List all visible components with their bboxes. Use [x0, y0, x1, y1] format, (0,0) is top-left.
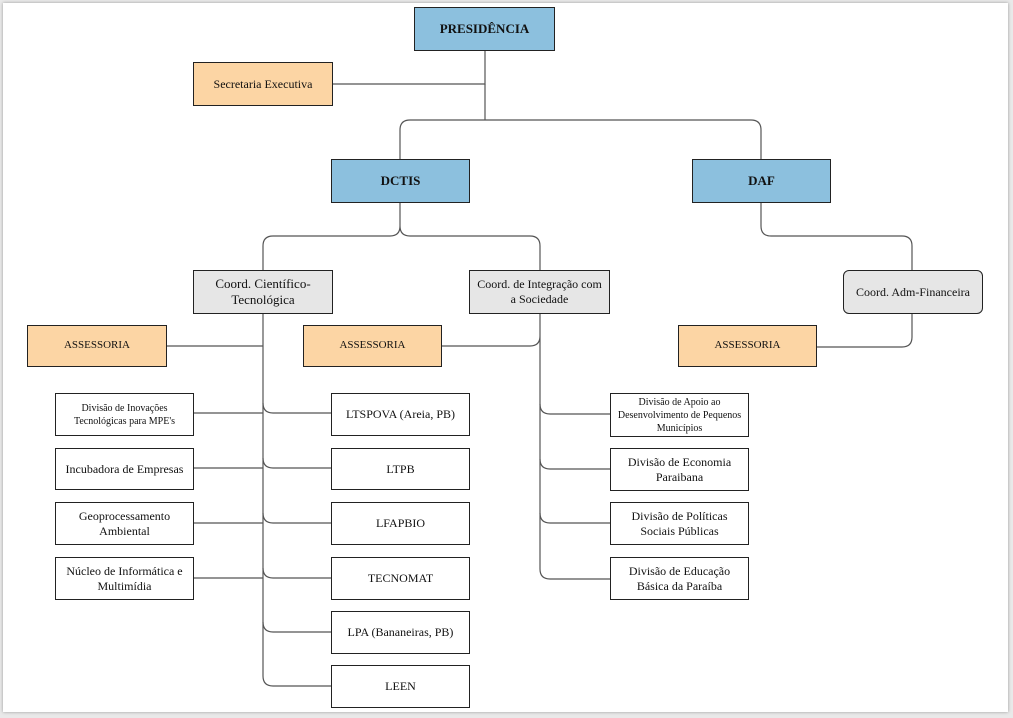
div-politicas-label: Divisão de Políticas Sociais Públicas: [631, 508, 728, 538]
secretaria-executiva-label: Secretaria Executiva: [213, 76, 313, 91]
dctis-label: DCTIS: [380, 172, 421, 188]
presidencia-label: PRESIDÊNCIA: [439, 20, 530, 36]
incubadora-label: Incubadora de Empresas: [65, 461, 184, 476]
connector-left-units: [193, 412, 263, 579]
geoprocessamento-box: Geoprocessamento Ambiental: [55, 502, 194, 545]
leen-label: LEEN: [385, 679, 416, 693]
ltspova-label: LTSPOVA (Areia, PB): [345, 407, 455, 421]
nucleo-informatica-box: Núcleo de Informática e Multimídia: [55, 557, 194, 600]
assessoria-box-2: ASSESSORIA: [303, 325, 442, 367]
ltspova-box: LTSPOVA (Areia, PB): [331, 393, 470, 436]
coord-adm-financeira-label: Coord. Adm-Financeira: [856, 284, 970, 299]
geoprocessamento-label: Geoprocessamento Ambiental: [78, 508, 171, 538]
coord-cientifico-label: Coord. Científico-Tecnológica: [215, 275, 311, 307]
daf-label: DAF: [748, 172, 775, 188]
div-educacao-label: Divisão de Educação Básica da Paraíba: [628, 563, 731, 593]
connector-assessoria-3: [816, 313, 913, 348]
connector-presidencia-secretaria: [332, 50, 486, 85]
incubadora-box: Incubadora de Empresas: [55, 448, 194, 490]
ltpb-label: LTPB: [386, 461, 415, 476]
connector-integracao-units: [539, 403, 611, 524]
assessoria-box-3: ASSESSORIA: [678, 325, 817, 367]
dctis-box: DCTIS: [331, 159, 470, 203]
lpa-label: LPA (Bananeiras, PB): [347, 625, 454, 639]
tecnomat-label: TECNOMAT: [367, 571, 434, 585]
lfapbio-label: LFAPBIO: [375, 516, 426, 530]
connector-right-units: [262, 402, 332, 633]
coord-cientifico-box: Coord. Científico-Tecnológica: [193, 270, 333, 314]
tecnomat-box: TECNOMAT: [331, 557, 470, 600]
connector-coord-integracao-spine: [441, 313, 611, 580]
div-apoio-box: Divisão de Apoio ao Desenvolvimento de P…: [610, 393, 749, 437]
div-apoio-label: Divisão de Apoio ao Desenvolvimento de P…: [617, 396, 742, 434]
coord-integracao-box: Coord. de Integração com a Sociedade: [469, 270, 610, 314]
connector-coord-cientifico-spine: [262, 313, 332, 687]
div-inovacoes-box: Divisão de Inovações Tecnológicas para M…: [55, 393, 194, 436]
connector-dctis-coords: [262, 202, 541, 271]
assessoria-label-1: ASSESSORIA: [63, 339, 131, 352]
div-economia-box: Divisão de Economia Paraibana: [610, 448, 749, 491]
ltpb-box: LTPB: [331, 448, 470, 490]
coord-adm-financeira-box: Coord. Adm-Financeira: [843, 270, 983, 314]
secretaria-executiva-box: Secretaria Executiva: [193, 62, 333, 106]
daf-box: DAF: [692, 159, 831, 203]
nucleo-informatica-label: Núcleo de Informática e Multimídia: [66, 563, 183, 593]
assessoria-label-2: ASSESSORIA: [339, 339, 406, 352]
leen-box: LEEN: [331, 665, 470, 708]
coord-integracao-label: Coord. de Integração com a Sociedade: [477, 277, 602, 306]
div-educacao-box: Divisão de Educação Básica da Paraíba: [610, 557, 749, 600]
lfapbio-box: LFAPBIO: [331, 502, 470, 545]
assessoria-box-1: ASSESSORIA: [27, 325, 167, 367]
presidencia-box: PRESIDÊNCIA: [414, 7, 555, 51]
div-politicas-box: Divisão de Políticas Sociais Públicas: [610, 502, 749, 545]
div-inovacoes-label: Divisão de Inovações Tecnológicas para M…: [73, 402, 176, 427]
div-economia-label: Divisão de Economia Paraibana: [627, 454, 732, 484]
lpa-box: LPA (Bananeiras, PB): [331, 611, 470, 654]
assessoria-label-3: ASSESSORIA: [714, 339, 781, 352]
connector-daf-coord-adm: [760, 202, 913, 271]
connector-presidencia-directorates: [399, 84, 762, 160]
